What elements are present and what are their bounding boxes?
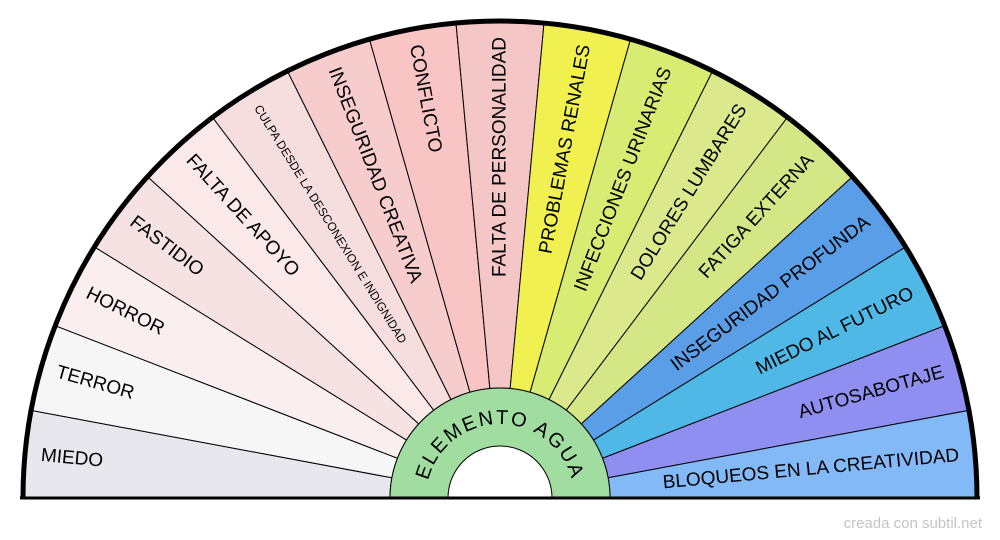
credit-text: creada con subtil.net [843,515,982,532]
outer-arc-outline [20,18,980,499]
center-ring [389,387,611,499]
segment-label-9: FALTA DE PERSONALIDAD [490,37,511,277]
